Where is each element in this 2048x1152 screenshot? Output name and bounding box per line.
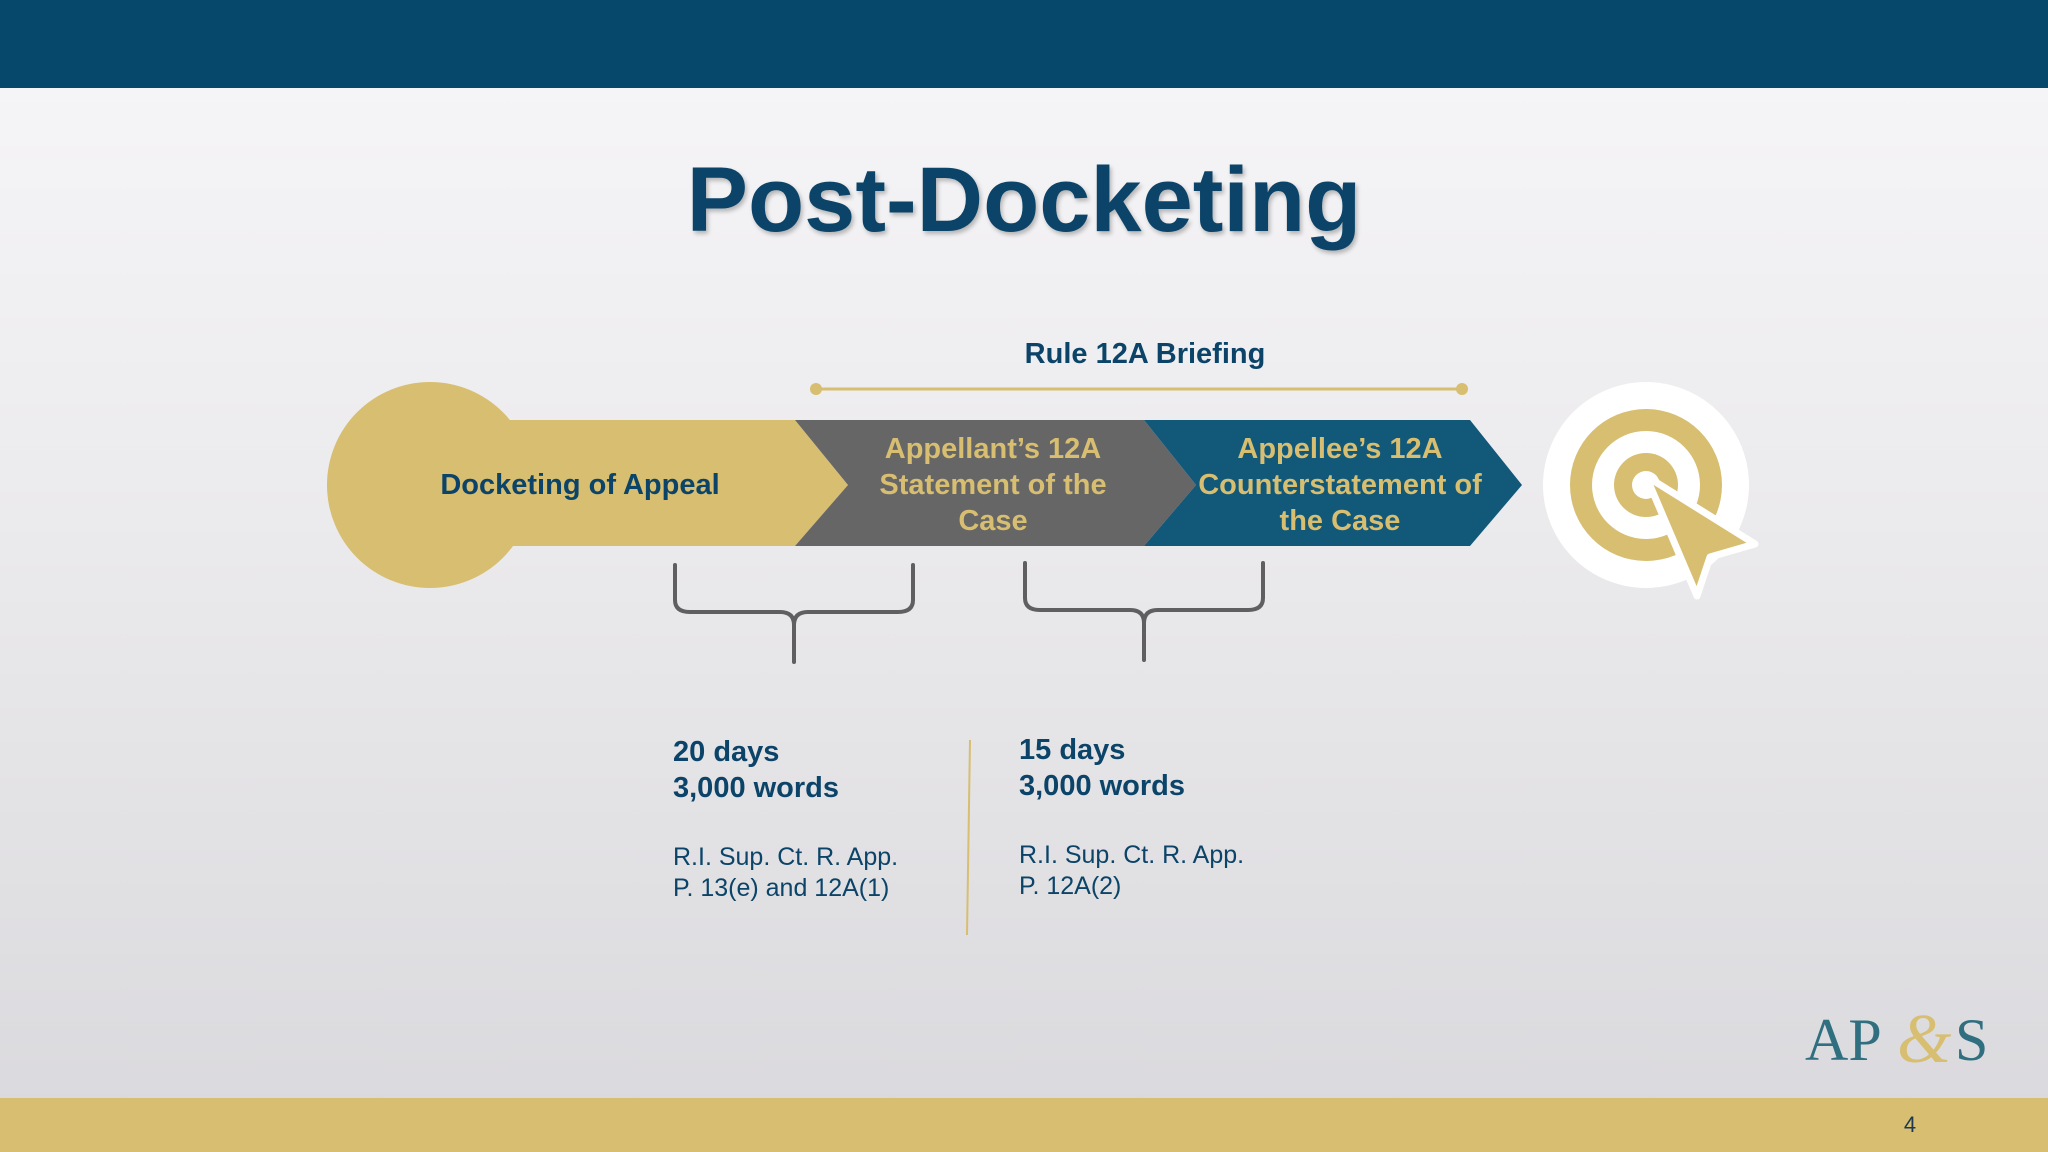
docketing-arrow: [480, 420, 848, 546]
appellee-deadline-brace: [1023, 561, 1265, 662]
briefing-span-start-dot: [810, 383, 822, 395]
appellee-chevron: [1144, 420, 1522, 546]
stage-appellant-label: Appellant’s 12A Statement of the Case: [879, 433, 1107, 537]
deadline-days: 15 days: [1019, 734, 1126, 766]
svg-text:AP: AP: [1805, 1007, 1882, 1073]
top-banner: [0, 0, 2048, 88]
slide-title: Post-Docketing: [686, 149, 1362, 251]
deadline-divider: [966, 739, 971, 936]
deadline-citation: R.I. Sup. Ct. R. App. P. 13(e) and 12A(1…: [673, 843, 899, 902]
deadline-citation: R.I. Sup. Ct. R. App. P. 12A(2): [1019, 841, 1245, 900]
appellant-chevron: [795, 420, 1196, 546]
appellant-deadline-info: 20 days 3,000 words R.I. Sup. Ct. R. App…: [673, 734, 973, 904]
target-with-cursor-icon: [1543, 382, 1759, 600]
briefing-label: Rule 12A Briefing: [1024, 338, 1266, 370]
appellant-deadline-brace: [673, 563, 915, 664]
svg-text:&: &: [1897, 1001, 1952, 1078]
appellee-deadline-info: 15 days 3,000 words R.I. Sup. Ct. R. App…: [1019, 732, 1319, 902]
stage-appellee-label: Appellee’s 12A Counterstatement of the C…: [1198, 433, 1482, 537]
deadline-days: 20 days: [673, 736, 780, 768]
svg-text:S: S: [1955, 1007, 1988, 1073]
aps-logo: AP & S: [1805, 1001, 1988, 1078]
page-number: 4: [1903, 1112, 1917, 1137]
stage-docketing-label: Docketing of Appeal: [440, 469, 720, 501]
bottom-banner: [0, 1098, 2048, 1152]
briefing-span-end-dot: [1456, 383, 1468, 395]
deadline-words: 3,000 words: [1019, 770, 1186, 802]
deadline-words: 3,000 words: [673, 772, 840, 804]
